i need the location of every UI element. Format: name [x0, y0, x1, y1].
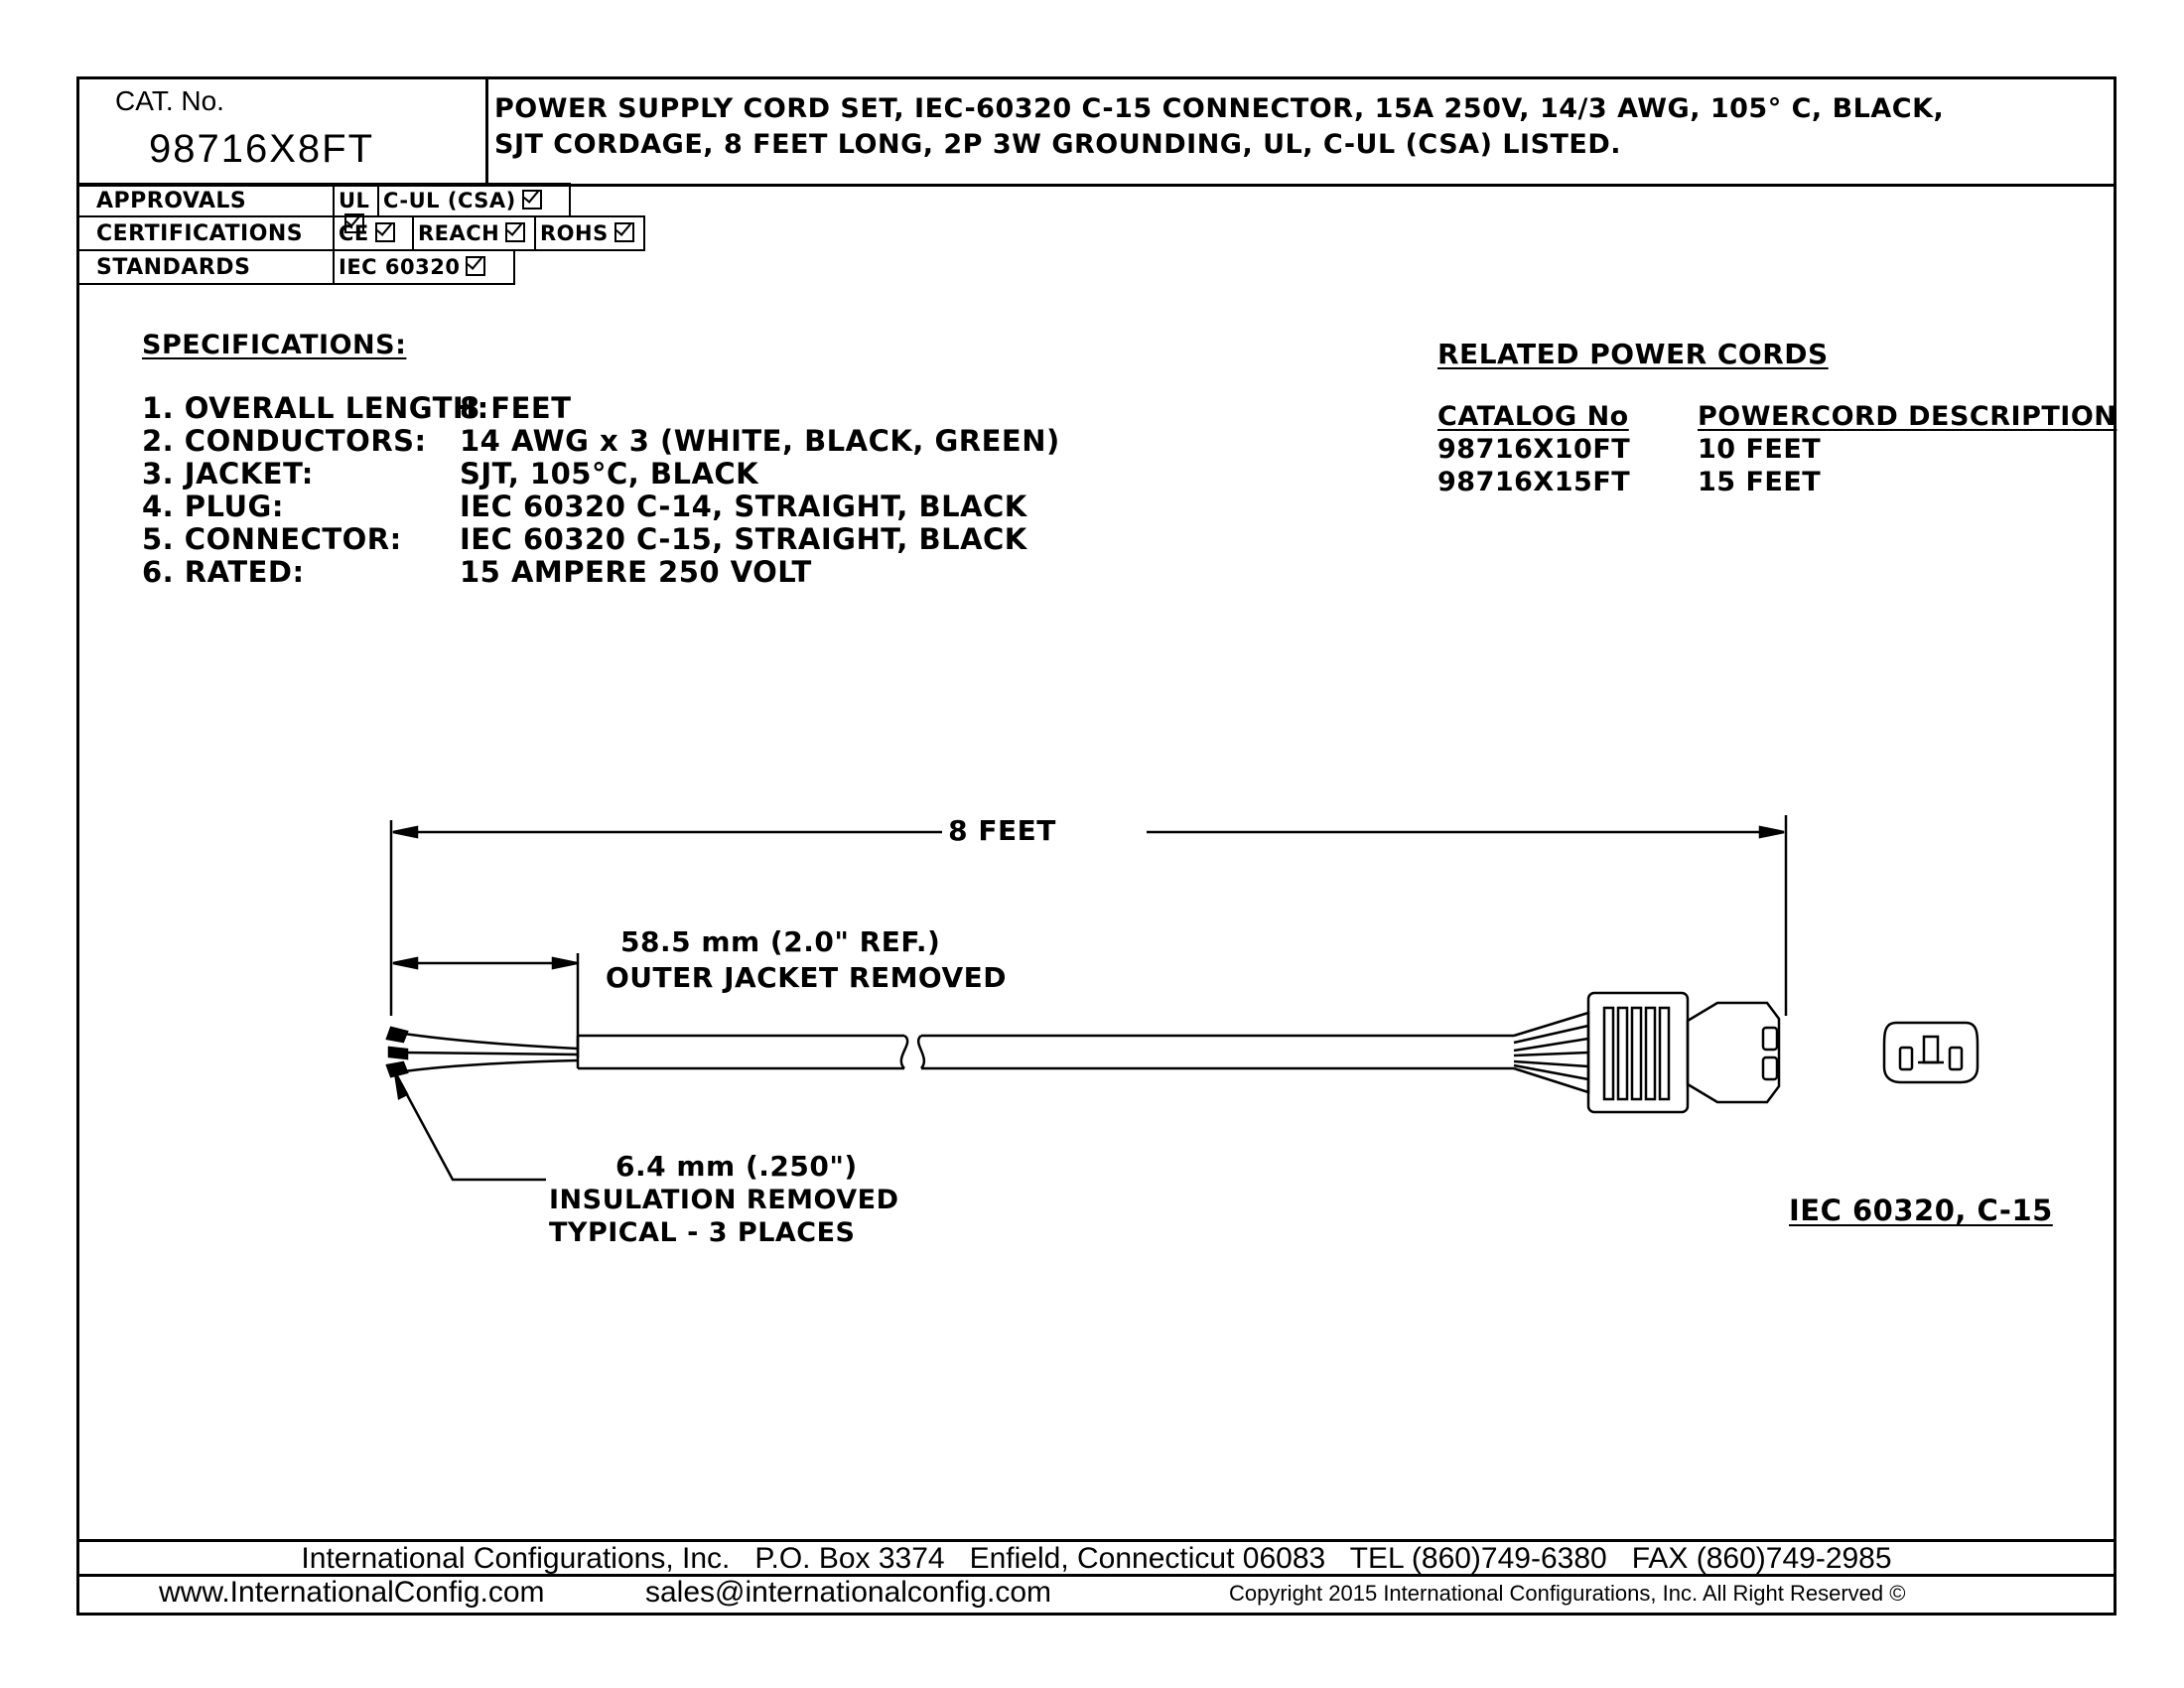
cat-label: CAT. No.	[115, 85, 224, 116]
spec-item: 1. OVERALL LENGTH:8 FEET	[142, 391, 572, 425]
specifications-list: 1. OVERALL LENGTH:8 FEET 2. CONDUCTORS:1…	[142, 392, 1060, 589]
stripped-wires	[385, 1026, 579, 1078]
arrow-leader-icon	[393, 1071, 409, 1100]
checkbox-checked-icon	[466, 256, 486, 276]
header-vertical-divider	[485, 79, 488, 184]
checkbox-checked-icon	[614, 222, 634, 242]
footer-divider-bottom	[79, 1574, 2114, 1577]
spec-item: 2. CONDUCTORS:14 AWG x 3 (WHITE, BLACK, …	[142, 424, 1060, 458]
certification-rohs: ROHS	[534, 215, 645, 251]
company-website-link[interactable]: www.InternationalConfig.com	[159, 1576, 545, 1609]
spec-item: 6. RATED:15 AMPERE 250 VOLT	[142, 555, 812, 589]
arrow-right-icon	[551, 956, 578, 970]
footer-divider-top	[79, 1539, 2114, 1542]
spec-item: 5. CONNECTOR:IEC 60320 C-15, STRAIGHT, B…	[142, 522, 1027, 556]
spec-item: 3. JACKET:SJT, 105°C, BLACK	[142, 457, 759, 491]
cord-drawing	[385, 815, 1979, 1182]
spec-item: 4. PLUG:IEC 60320 C-14, STRAIGHT, BLACK	[142, 490, 1027, 523]
c15-connector-face-icon	[1882, 1021, 1979, 1084]
checkbox-checked-icon	[505, 222, 526, 242]
insulation-dimension-label: 6.4 mm (.250")	[615, 1150, 858, 1183]
copyright-notice: Copyright 2015 International Configurati…	[1229, 1581, 1906, 1606]
arrow-right-icon	[1758, 825, 1785, 839]
arrow-left-icon	[392, 825, 419, 839]
standard-iec: IEC 60320	[333, 249, 515, 285]
arrow-left-icon	[392, 956, 419, 970]
insulation-removed-label: INSULATION REMOVED	[549, 1185, 899, 1215]
related-title: RELATED POWER CORDS	[1437, 338, 1829, 370]
checkbox-checked-icon	[521, 190, 542, 210]
insulation-leader-line	[395, 1075, 546, 1182]
connector-type-label: IEC 60320, C-15	[1789, 1194, 2053, 1227]
description-line-2: SJT CORDAGE, 8 FEET LONG, 2P 3W GROUNDIN…	[494, 129, 1622, 160]
specifications-title: SPECIFICATIONS:	[142, 330, 407, 360]
description-line-1: POWER SUPPLY CORD SET, IEC-60320 C-15 CO…	[494, 93, 1945, 124]
checkbox-checked-icon	[374, 222, 395, 242]
insulation-typical-label: TYPICAL - 3 PLACES	[549, 1217, 856, 1248]
company-email-link[interactable]: sales@internationalconfig.com	[645, 1576, 1051, 1609]
jacket-removed-label: OUTER JACKET REMOVED	[606, 961, 1008, 994]
c15-connector-body	[1586, 991, 1781, 1114]
strain-relief	[1513, 1011, 1590, 1094]
standards-label: STANDARDS	[76, 249, 335, 285]
overall-dimension-label: 8 FEET	[79, 814, 2114, 847]
header-divider	[79, 184, 2114, 187]
cat-number: 98716X8FT	[149, 127, 375, 171]
company-address: International Configurations, Inc. P.O. …	[301, 1542, 1892, 1575]
drawing-sheet: CAT. No. 98716X8FT POWER SUPPLY CORD SET…	[76, 76, 2116, 1616]
strip-dimension-label: 58.5 mm (2.0" REF.)	[620, 925, 941, 958]
cord-jacket	[576, 1034, 1514, 1070]
checkbox-checked-icon	[344, 213, 364, 233]
